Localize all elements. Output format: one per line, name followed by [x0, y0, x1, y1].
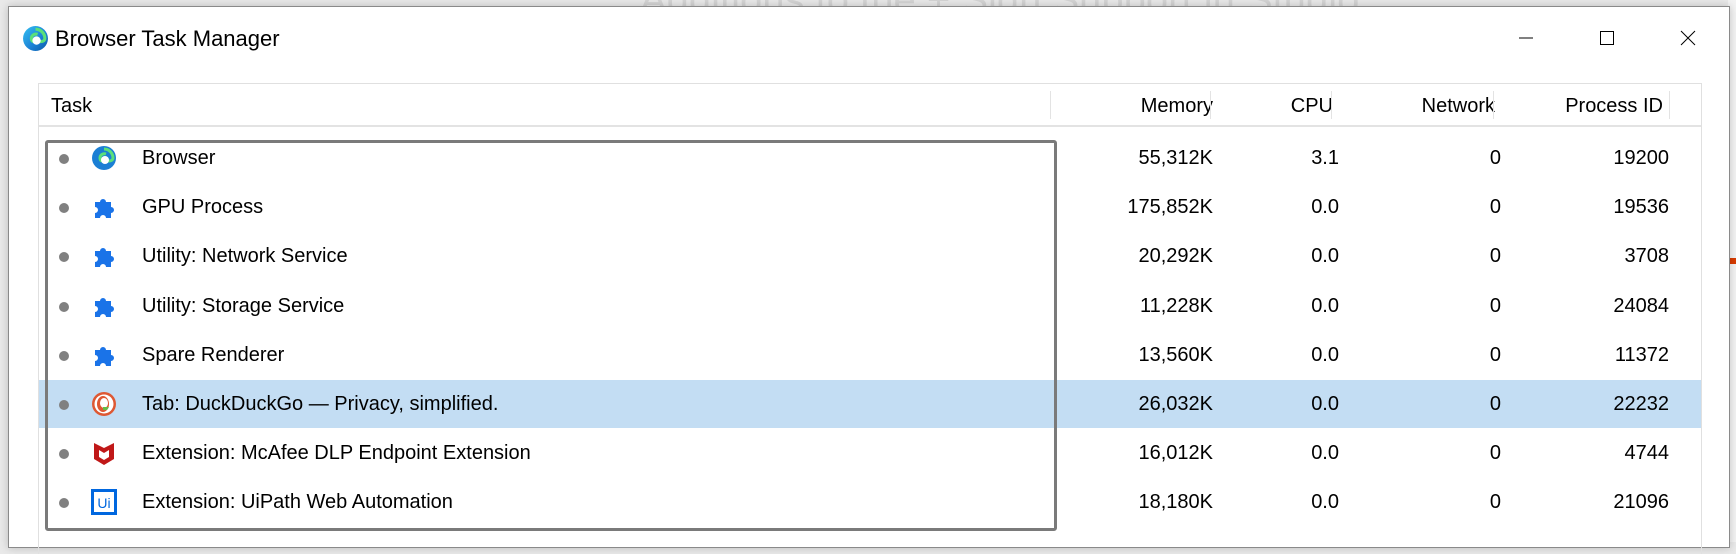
status-dot: [59, 449, 69, 460]
task-name: Utility: Network Service: [142, 245, 348, 268]
task-name: Utility: Storage Service: [142, 294, 345, 317]
table-row[interactable]: Tab: DuckDuckGo — Privacy, simplified. 26…: [39, 380, 1701, 428]
network-value: 0: [1489, 245, 1501, 268]
task-list[interactable]: Task Memory CPU Network Process ID Brows…: [38, 83, 1702, 554]
mcafee-icon: [91, 440, 117, 466]
task-name: Spare Renderer: [142, 343, 285, 366]
process-id-value: 19536: [1613, 196, 1669, 219]
window-title: Browser Task Manager: [55, 26, 280, 51]
column-header-network[interactable]: Network: [1421, 95, 1495, 117]
network-value: 0: [1489, 442, 1501, 465]
puzzle-icon: [91, 293, 117, 319]
process-id-value: 21096: [1613, 491, 1669, 514]
process-id-value: 22232: [1613, 393, 1669, 415]
cpu-value: 0.0: [1311, 343, 1339, 366]
process-id-value: 19200: [1613, 147, 1669, 169]
cpu-value: 0.0: [1311, 442, 1339, 465]
status-dot: [59, 252, 69, 263]
task-name: Tab: DuckDuckGo — Privacy, simplified.: [142, 393, 499, 415]
network-value: 0: [1489, 491, 1501, 514]
task-name: GPU Process: [142, 196, 264, 219]
process-id-value: 24084: [1613, 294, 1669, 317]
maximize-button[interactable]: [1587, 21, 1627, 55]
process-id-value: 11372: [1614, 343, 1669, 366]
task-name: Browser: [142, 147, 216, 169]
memory-value: 13,560K: [1138, 343, 1213, 366]
task-name: Extension: McAfee DLP Endpoint Extension: [142, 442, 531, 465]
table-row[interactable]: GPU Process 175,852K 0.0 0 19536: [39, 183, 1701, 231]
maximize-icon: [1600, 31, 1614, 45]
network-value: 0: [1489, 343, 1501, 366]
status-dot: [59, 154, 69, 164]
memory-value: 18,180K: [1138, 491, 1213, 514]
column-header-process-id[interactable]: Process ID: [1565, 95, 1663, 117]
network-value: 0: [1489, 393, 1501, 415]
column-header-memory[interactable]: Memory: [1140, 95, 1213, 117]
table-row[interactable]: Spare Renderer 13,560K 0.0 0 11372: [39, 331, 1701, 379]
cpu-value: 0.0: [1311, 491, 1339, 514]
table-row[interactable]: Utility: Network Service 20,292K 0.0 0 3708: [39, 232, 1701, 280]
network-value: 0: [1489, 147, 1501, 169]
task-name: Extension: UiPath Web Automation: [142, 491, 453, 514]
edge-icon: [23, 26, 48, 51]
puzzle-icon: [91, 342, 117, 368]
cpu-value: 0.0: [1311, 393, 1339, 415]
memory-value: 20,292K: [1138, 245, 1213, 268]
table-row[interactable]: Utility: Storage Service 11,228K 0.0 0 24084: [39, 282, 1701, 330]
task-manager-window: Browser Task Manager Task Memory CPU Net…: [8, 6, 1730, 554]
network-value: 0: [1489, 294, 1501, 317]
column-header-cpu[interactable]: CPU: [1290, 95, 1333, 117]
close-icon: [1680, 30, 1696, 46]
cpu-value: 0.0: [1311, 294, 1339, 317]
svg-text:Ui: Ui: [97, 495, 110, 511]
minimize-button[interactable]: [1506, 21, 1546, 55]
memory-value: 11,228K: [1139, 294, 1213, 317]
table-header: Task Memory CPU Network Process ID: [39, 84, 1701, 127]
puzzle-icon: [91, 243, 117, 269]
uipath-icon: Ui: [91, 489, 117, 516]
minimize-icon: [1519, 37, 1533, 39]
process-id-value: 4744: [1624, 442, 1670, 465]
status-dot: [59, 350, 69, 361]
memory-value: 55,312K: [1138, 147, 1213, 169]
memory-value: 26,032K: [1138, 393, 1213, 415]
table-row[interactable]: Browser 55,312K 3.1 0 19200: [39, 134, 1701, 182]
status-dot: [59, 498, 69, 509]
table-row[interactable]: Ui Extension: UiPath Web Automation 18,180…: [39, 478, 1701, 526]
background-page-strip: [1728, 0, 1736, 542]
memory-value: 175,852K: [1127, 196, 1213, 219]
network-value: 0: [1489, 196, 1501, 219]
table-row[interactable]: Extension: McAfee DLP Endpoint Extension…: [39, 429, 1701, 477]
edge-icon: [91, 145, 117, 171]
duckduckgo-icon: [91, 391, 117, 417]
cpu-value: 0.0: [1311, 245, 1339, 268]
status-dot: [59, 203, 69, 214]
memory-value: 16,012K: [1138, 442, 1213, 465]
cpu-value: 0.0: [1311, 196, 1339, 219]
process-id-value: 3708: [1624, 245, 1670, 268]
cpu-value: 3.1: [1311, 147, 1339, 169]
status-dot: [59, 301, 69, 312]
puzzle-icon: [91, 194, 117, 220]
close-button[interactable]: [1668, 21, 1708, 55]
column-header-task[interactable]: Task: [51, 95, 93, 117]
status-dot: [59, 400, 69, 410]
